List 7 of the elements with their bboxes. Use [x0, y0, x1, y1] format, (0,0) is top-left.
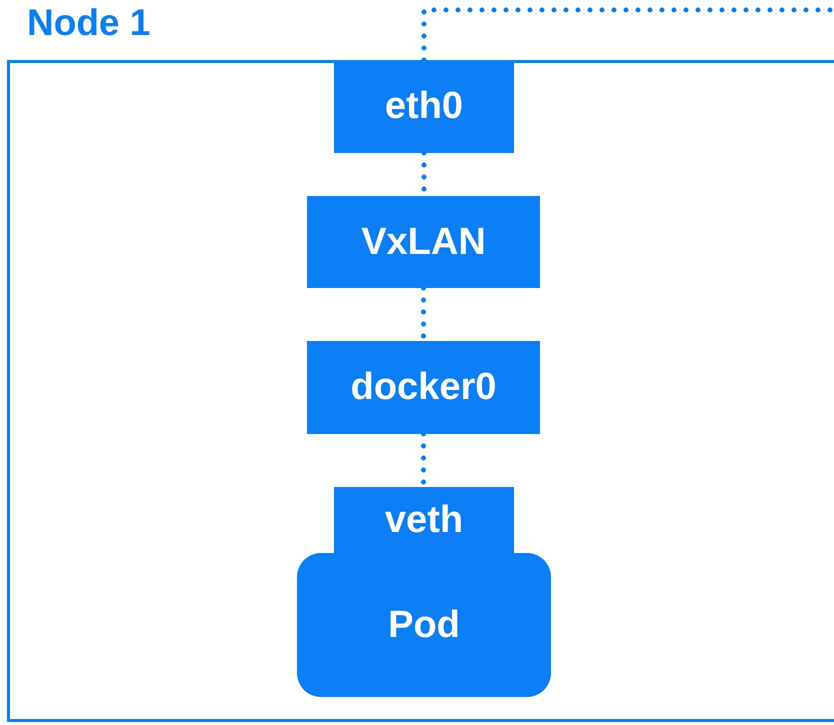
dotted-connector: [422, 8, 834, 62]
node-title: Node 1: [27, 1, 150, 45]
interface-box: veth: [334, 487, 514, 553]
interface-box: docker0: [307, 341, 540, 434]
interface-box: VxLAN: [307, 196, 540, 288]
interface-box: eth0: [334, 60, 514, 153]
pod-box: Pod: [297, 553, 551, 697]
